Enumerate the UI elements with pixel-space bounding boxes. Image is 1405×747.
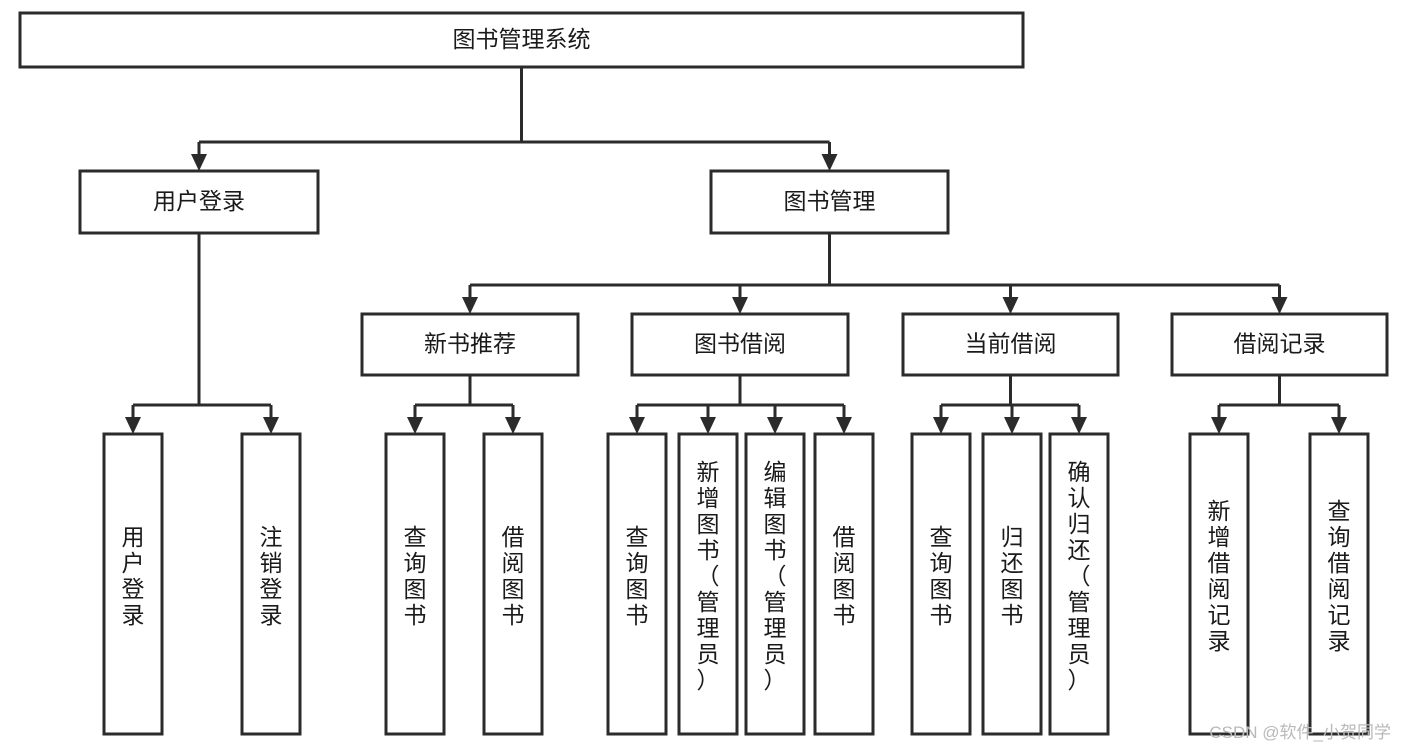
node-label: 用户登录 <box>122 524 145 628</box>
node-box <box>240 432 302 736</box>
node-leaf-query-record[interactable]: 查询借阅记录 <box>1308 432 1370 736</box>
arrow-head-icon <box>1211 417 1227 434</box>
node-box <box>18 11 1025 69</box>
arrow-head-icon <box>700 417 716 434</box>
node-box <box>360 312 580 377</box>
arrow-head-icon <box>821 154 838 171</box>
node-box <box>102 432 164 736</box>
node-leaf-user-logout[interactable]: 注销登录 <box>240 432 302 736</box>
node-box <box>744 432 806 736</box>
node-label: 查询图书 <box>626 524 649 628</box>
node-current[interactable]: 当前借阅 <box>901 312 1120 377</box>
node-box <box>384 432 446 736</box>
arrow-head-icon <box>836 417 852 434</box>
node-label: 查询借阅记录 <box>1328 498 1351 654</box>
arrow-head-icon <box>629 417 645 434</box>
node-leaf-query-book-current[interactable]: 查询图书 <box>910 432 972 736</box>
node-label: 借阅图书 <box>833 524 856 628</box>
arrow-head-icon <box>732 297 748 314</box>
node-records[interactable]: 借阅记录 <box>1170 312 1389 377</box>
node-leaf-confirm-return[interactable]: 确认归还（管理员） <box>1048 432 1110 736</box>
node-label: 用户登录 <box>153 188 245 214</box>
arrow-head-icon <box>1004 417 1020 434</box>
arrow-head-icon <box>125 417 141 434</box>
node-leaf-borrow-book[interactable]: 借阅图书 <box>813 432 875 736</box>
node-box <box>1188 432 1250 736</box>
arrow-head-icon <box>1271 297 1288 314</box>
arrow-head-icon <box>1002 297 1019 314</box>
node-label: 借阅图书 <box>502 524 525 628</box>
node-leaf-return-book[interactable]: 归还图书 <box>981 432 1043 736</box>
arrow-head-icon <box>191 154 207 171</box>
arrow-head-icon <box>933 417 949 434</box>
node-box <box>981 432 1043 736</box>
node-box <box>1308 432 1370 736</box>
node-login[interactable]: 用户登录 <box>78 169 320 235</box>
arrow-head-icon <box>505 417 521 434</box>
node-label: 查询图书 <box>404 524 427 628</box>
node-label: 图书管理 <box>784 188 876 214</box>
node-label: 新增借阅记录 <box>1208 498 1231 654</box>
node-borrow[interactable]: 图书借阅 <box>630 312 850 377</box>
node-label: 图书借阅 <box>694 331 786 357</box>
node-leaf-add-book[interactable]: 新增图书（管理员） <box>677 432 739 736</box>
watermark-text: CSDN @软件_小贺同学 <box>1209 723 1391 742</box>
node-box <box>78 169 320 235</box>
node-label: 查询图书 <box>930 524 953 628</box>
node-leaf-user-login[interactable]: 用户登录 <box>102 432 164 736</box>
node-leaf-add-record[interactable]: 新增借阅记录 <box>1188 432 1250 736</box>
node-root[interactable]: 图书管理系统 <box>18 11 1025 69</box>
node-newbook[interactable]: 新书推荐 <box>360 312 580 377</box>
node-box <box>910 432 972 736</box>
node-box <box>1048 432 1110 736</box>
node-label: 确认归还（管理员） <box>1068 459 1091 693</box>
node-bookmgmt[interactable]: 图书管理 <box>709 169 950 235</box>
arrow-head-icon <box>767 417 783 434</box>
node-label: 借阅记录 <box>1234 331 1326 357</box>
node-box <box>677 432 739 736</box>
node-leaf-edit-book[interactable]: 编辑图书（管理员） <box>744 432 806 736</box>
node-leaf-query-book-new[interactable]: 查询图书 <box>384 432 446 736</box>
nodes-layer: 图书管理系统用户登录图书管理新书推荐图书借阅当前借阅借阅记录用户登录注销登录查询… <box>18 11 1389 736</box>
node-label: 新书推荐 <box>424 331 516 357</box>
node-leaf-query-book-borrow[interactable]: 查询图书 <box>606 432 668 736</box>
node-label: 注销登录 <box>260 524 283 628</box>
node-box <box>630 312 850 377</box>
node-box <box>606 432 668 736</box>
arrow-head-icon <box>263 417 279 434</box>
node-box <box>482 432 544 736</box>
arrow-head-icon <box>1071 417 1087 434</box>
node-box <box>813 432 875 736</box>
arrow-head-icon <box>1331 417 1347 434</box>
node-label: 归还图书 <box>1001 524 1024 628</box>
node-box <box>1170 312 1389 377</box>
node-box <box>709 169 950 235</box>
node-label: 图书管理系统 <box>453 26 591 52</box>
arrow-head-icon <box>407 417 423 434</box>
node-label: 编辑图书（管理员） <box>764 459 787 693</box>
connectors-layer <box>125 67 1347 434</box>
node-leaf-borrow-book-new[interactable]: 借阅图书 <box>482 432 544 736</box>
node-label: 新增图书（管理员） <box>697 459 720 693</box>
arrow-head-icon <box>462 297 478 314</box>
node-box <box>901 312 1120 377</box>
node-label: 当前借阅 <box>965 331 1057 357</box>
